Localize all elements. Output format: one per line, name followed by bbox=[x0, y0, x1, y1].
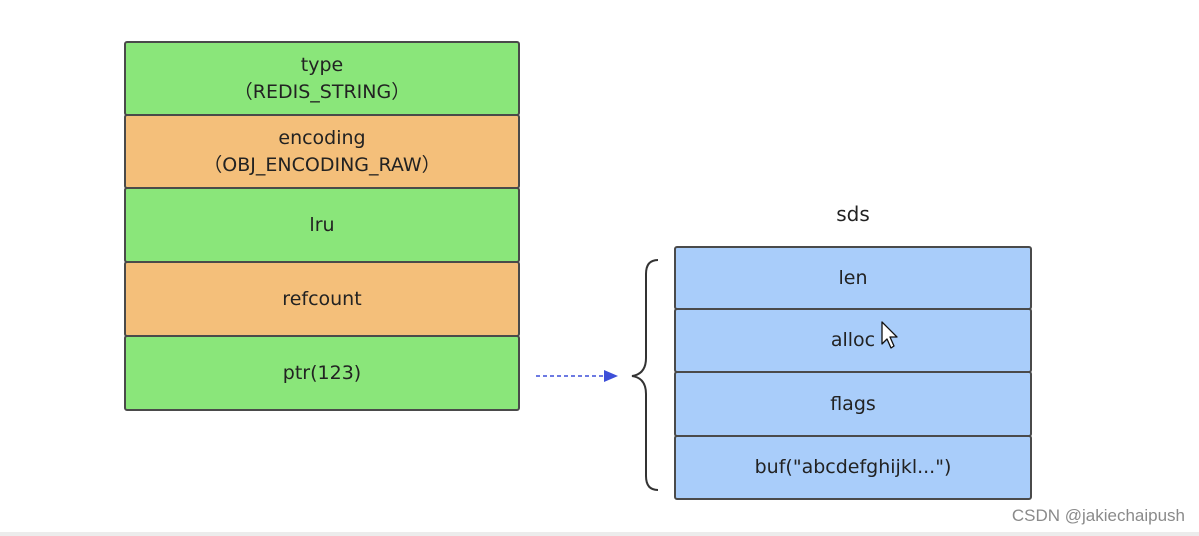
sds-field-len: len bbox=[674, 246, 1032, 310]
field-type-label: type bbox=[300, 53, 344, 76]
field-type: type （REDIS_STRING） bbox=[124, 41, 520, 116]
field-refcount-label: refcount bbox=[282, 287, 362, 310]
field-refcount: refcount bbox=[124, 261, 520, 337]
sds-field-flags-label: flags bbox=[830, 392, 876, 415]
sds-title: sds bbox=[836, 202, 870, 226]
field-encoding-label: encoding bbox=[278, 126, 366, 149]
sds-field-flags: flags bbox=[674, 371, 1032, 437]
sds-field-buf: buf("abcdefghijkl...") bbox=[674, 435, 1032, 500]
sds-field-alloc-label: alloc bbox=[830, 329, 876, 351]
sds-field-len-label: len bbox=[838, 266, 868, 289]
sds-brace bbox=[631, 259, 659, 491]
field-lru: lru bbox=[124, 187, 520, 263]
pointer-arrow bbox=[536, 370, 618, 382]
sds-field-buf-label: buf("abcdefghijkl...") bbox=[754, 456, 952, 478]
field-encoding-value: （OBJ_ENCODING_RAW） bbox=[203, 153, 441, 176]
bottom-divider bbox=[0, 532, 1199, 536]
sds-field-alloc: alloc bbox=[674, 308, 1032, 373]
field-type-value: （REDIS_STRING） bbox=[233, 80, 411, 103]
watermark: CSDN @jakiechaipush bbox=[1011, 506, 1185, 525]
field-lru-label: lru bbox=[309, 213, 335, 236]
field-encoding: encoding （OBJ_ENCODING_RAW） bbox=[124, 114, 520, 189]
field-ptr: ptr(123) bbox=[124, 335, 520, 411]
field-ptr-label: ptr(123) bbox=[282, 361, 362, 384]
